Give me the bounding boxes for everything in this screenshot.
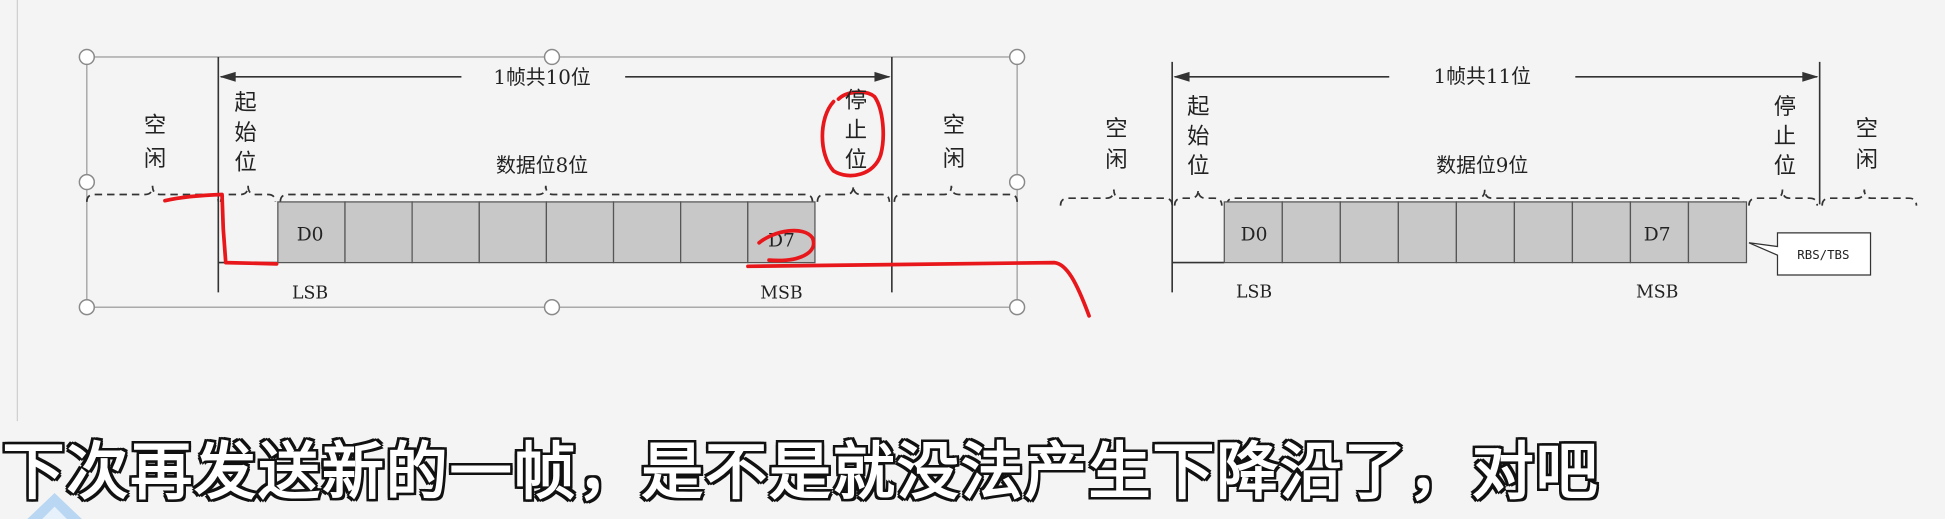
- data-bit-box: [612, 201, 682, 264]
- msb-label: MSB: [1636, 282, 1678, 302]
- arrow-head-right-icon: [874, 71, 891, 82]
- stop-bit-brace: [1748, 189, 1819, 206]
- label-backdrop: [461, 64, 626, 90]
- stop-bit-circle-annotation: [820, 90, 886, 178]
- arrow-head-left-icon: [1173, 71, 1190, 82]
- last-bit-label: D7: [1644, 224, 1671, 245]
- data-bit-box: [1687, 201, 1748, 264]
- resize-handle-bottom-right[interactable]: [1008, 299, 1026, 316]
- resize-handle-right[interactable]: [1008, 173, 1026, 191]
- start-bit-label: 起始位: [230, 90, 257, 180]
- lsb-label: LSB: [292, 284, 328, 304]
- stop-bit-brace: [816, 185, 891, 202]
- stop-bit-label: 停止位: [1770, 94, 1797, 184]
- falling-edge-annotation: [163, 192, 279, 266]
- data-bit-box: [478, 201, 548, 264]
- red-pen-annotations: [163, 90, 1091, 318]
- label-backdrop: [1389, 64, 1576, 90]
- corner-logo-icon: [27, 493, 82, 519]
- frame-length-label: 1帧共10位: [493, 66, 590, 89]
- data-bits-brace: [1225, 189, 1745, 206]
- first-bit-label: D0: [1241, 224, 1268, 245]
- start-bit-label: 起始位: [1183, 94, 1210, 184]
- region-braces: [85, 185, 1018, 202]
- resize-handle-top-left[interactable]: [78, 48, 96, 66]
- arrow-head-right-icon: [1802, 71, 1819, 82]
- resize-handle-bottom-left[interactable]: [78, 299, 96, 316]
- idle-right-label: 空闲: [1851, 116, 1878, 179]
- selection-handles[interactable]: [78, 48, 1026, 316]
- data-bit-row: [277, 201, 816, 264]
- resize-handle-left[interactable]: [78, 173, 96, 191]
- idle-left-brace: [1059, 189, 1174, 206]
- arrow-head-left-icon: [219, 71, 236, 82]
- data-bit-box: [411, 201, 480, 264]
- start-bit-brace: [219, 185, 277, 202]
- data-bit-box: [1455, 201, 1516, 264]
- uart-frame-9bit-diagram: 1帧共11位 数据位9位 D0 D7 LSB MSB RBS/TBS: [1059, 61, 1918, 302]
- uart-frame-8bit-diagram[interactable]: 1帧共10位 数据位8位 D0 D7 LSB MSB: [78, 48, 1091, 318]
- data-bits-label: 数据位8位: [496, 154, 588, 177]
- resize-handle-top-right[interactable]: [1008, 48, 1026, 66]
- idle-right-brace: [1821, 189, 1918, 206]
- resize-handle-bottom[interactable]: [543, 299, 561, 316]
- data-bit-box: [1629, 201, 1690, 264]
- idle-left-label: 空闲: [140, 112, 167, 180]
- first-bit-label: D0: [297, 224, 324, 245]
- idle-left-label: 空闲: [1101, 116, 1128, 179]
- data-bit-box: [1571, 201, 1632, 264]
- stop-bit-label: 停止位: [840, 87, 868, 178]
- last-bit-annotation: [746, 228, 1091, 318]
- region-braces: [1059, 189, 1918, 206]
- idle-right-brace: [893, 185, 1018, 202]
- data-bit-box: [1339, 201, 1399, 264]
- data-bit-box: [545, 201, 615, 264]
- data-bit-box: [680, 201, 749, 264]
- idle-left-brace: [85, 185, 220, 202]
- callout-label: RBS/TBS: [1797, 247, 1849, 262]
- lsb-label: LSB: [1236, 282, 1272, 302]
- frame-length-label: 1帧共11位: [1434, 65, 1531, 88]
- start-bit-brace: [1173, 189, 1223, 206]
- data-bit-box: [1397, 201, 1457, 264]
- data-bit-box: [344, 201, 413, 264]
- data-bits-brace: [279, 185, 814, 202]
- callout-box: [1748, 232, 1872, 276]
- data-bit-box: [277, 201, 346, 264]
- msb-label: MSB: [760, 284, 802, 304]
- data-bits-label: 数据位9位: [1436, 154, 1528, 177]
- data-bit-box: [1223, 201, 1283, 264]
- data-bit-row: [1223, 201, 1748, 264]
- resize-handle-top[interactable]: [543, 48, 561, 66]
- data-bit-box: [1281, 201, 1341, 264]
- data-bit-box: [1513, 201, 1574, 264]
- idle-right-label: 空闲: [938, 112, 966, 180]
- selection-box[interactable]: [86, 56, 1018, 308]
- video-subtitle: 下次再发送新的一帧，是不是就没法产生下降沿了，对吧: [2, 436, 1600, 508]
